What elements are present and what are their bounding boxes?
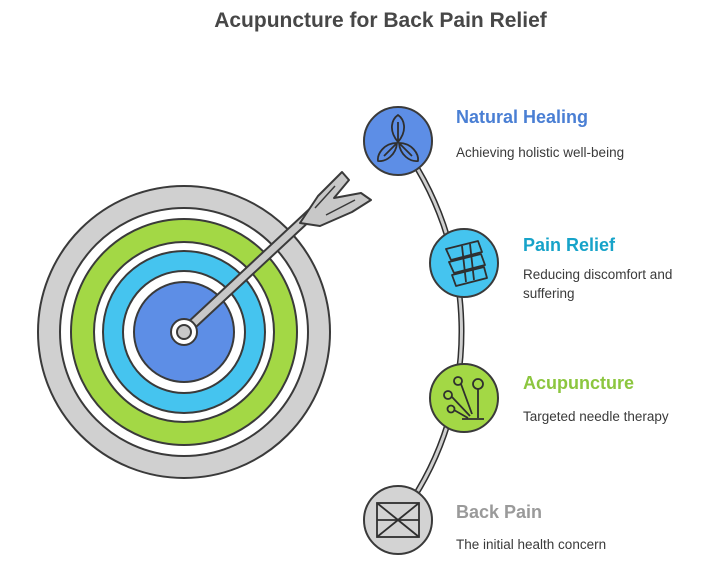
arrow-fletching: [299, 171, 372, 227]
node-natural-healing: [363, 106, 433, 176]
item-title-natural-healing: Natural Healing: [456, 107, 589, 127]
needles-icon: [443, 376, 484, 420]
node-acupuncture: [429, 363, 499, 433]
item-desc-back-pain: The initial health concern: [456, 537, 607, 552]
item-title-acupuncture: Acupuncture: [523, 373, 635, 393]
item-title-back-pain: Back Pain: [456, 502, 543, 522]
item-desc-natural-healing: Achieving holistic well-being: [456, 145, 625, 160]
page-title: Acupuncture for Back Pain Relief: [214, 9, 547, 32]
bandage-icon: [445, 240, 488, 287]
node-back-pain: [363, 485, 433, 555]
connector-arc-inner: [396, 138, 463, 522]
item-title-pain-relief: Pain Relief: [523, 235, 616, 255]
leaf-icon: [377, 114, 419, 162]
node-pain-relief: [429, 228, 499, 298]
spine-icon: [376, 502, 420, 538]
item-desc-pain-relief: Reducing discomfort and suffering: [523, 267, 673, 301]
item-desc-acupuncture: Targeted needle therapy: [523, 409, 669, 424]
arrow: [170, 171, 372, 346]
connector-arc: [395, 137, 465, 523]
